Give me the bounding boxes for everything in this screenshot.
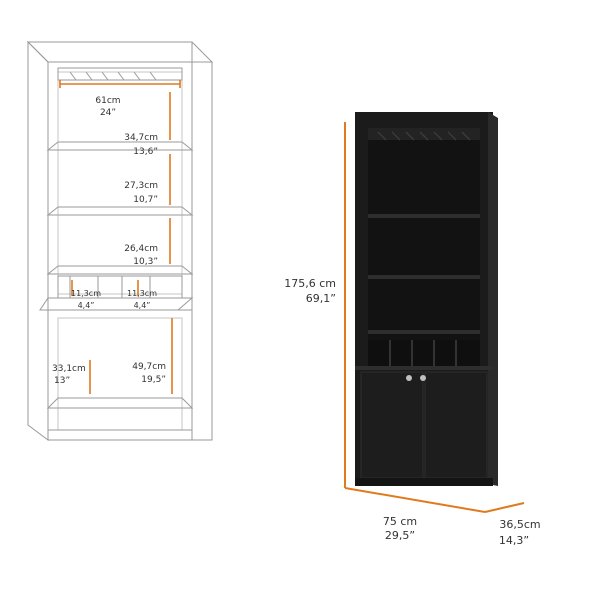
outline-stemware-slots: [69, 71, 157, 81]
cabinet-side-face: [488, 112, 498, 486]
outline-lower-inner: [57, 317, 183, 431]
product-dimension-lines: [344, 122, 525, 513]
outline-dimension-lines: [59, 80, 181, 394]
outline-cabinet-top: [39, 297, 194, 311]
label-width-cm: 75 cm: [383, 515, 417, 528]
label-cubby-left-in: 4,4”: [78, 301, 95, 310]
cabinet-cubby-row: [368, 340, 480, 366]
label-top-width-in: 24”: [100, 108, 116, 118]
product-dimension-labels: 175,6 cm 69,1” 75 cm 29,5” 36,5cm 14,3”: [284, 277, 540, 547]
label-shelf-1-in: 13,6”: [133, 147, 158, 157]
outline-shelf-3: [46, 265, 194, 275]
label-lower-right-cm: 49,7cm: [132, 362, 166, 372]
cabinet-door-top-edge: [355, 366, 493, 370]
dim-line-depth: [484, 502, 525, 513]
dim-line-width: [344, 487, 486, 513]
label-cubby-right-cm: 11,3cm: [127, 289, 157, 298]
outline-stemware-rack: [57, 67, 183, 81]
label-cubby-right-in: 4,4”: [134, 301, 151, 310]
label-cubby-left-cm: 11,3cm: [71, 289, 101, 298]
cabinet-open-area: [368, 128, 480, 344]
label-lower-left-cm: 33,1cm: [52, 364, 86, 374]
label-width-in: 29,5”: [385, 529, 415, 542]
cabinet-knob-right: [420, 375, 426, 381]
outline-back-panel: [57, 71, 183, 295]
label-depth-cm: 36,5cm: [499, 518, 540, 531]
cabinet-shelf-3: [368, 330, 480, 334]
cabinet-shelf-2: [368, 275, 480, 279]
label-shelf-3-cm: 26,4cm: [124, 244, 158, 254]
cabinet-door-left: [360, 371, 424, 479]
label-depth-in: 14,3”: [499, 534, 529, 547]
cabinet-knob-left: [406, 375, 412, 381]
cabinet-base: [355, 478, 493, 486]
cabinet-stemware-slots: [377, 131, 471, 141]
outline-top-cap: [26, 41, 214, 63]
outline-lower-shelf: [46, 397, 194, 409]
label-lower-left-in: 13”: [54, 376, 70, 386]
label-height-in: 69,1”: [306, 292, 336, 305]
label-shelf-2-in: 10,7”: [133, 195, 158, 205]
label-height-cm: 175,6 cm: [284, 277, 336, 290]
cabinet-outline-drawing: [26, 40, 214, 441]
label-shelf-2-cm: 27,3cm: [124, 181, 158, 191]
black-cabinet: [355, 112, 498, 486]
cabinet-door-right: [424, 371, 488, 479]
outline-right-panel: [191, 61, 213, 441]
label-top-width-cm: 61cm: [95, 96, 120, 106]
outline-dimension-labels: 61cm 24” 34,7cm 13,6” 27,3cm 10,7” 26,4c…: [52, 96, 166, 386]
label-lower-right-in: 19,5”: [141, 375, 166, 385]
outline-left-panel: [27, 40, 49, 441]
cabinet-shelf-1: [368, 214, 480, 218]
outline-lower-cabinet: [47, 309, 193, 441]
label-shelf-1-cm: 34,7cm: [124, 133, 158, 143]
label-shelf-3-in: 10,3”: [133, 257, 158, 267]
outline-shelf-1: [46, 141, 194, 151]
outline-shelf-2: [46, 206, 194, 216]
